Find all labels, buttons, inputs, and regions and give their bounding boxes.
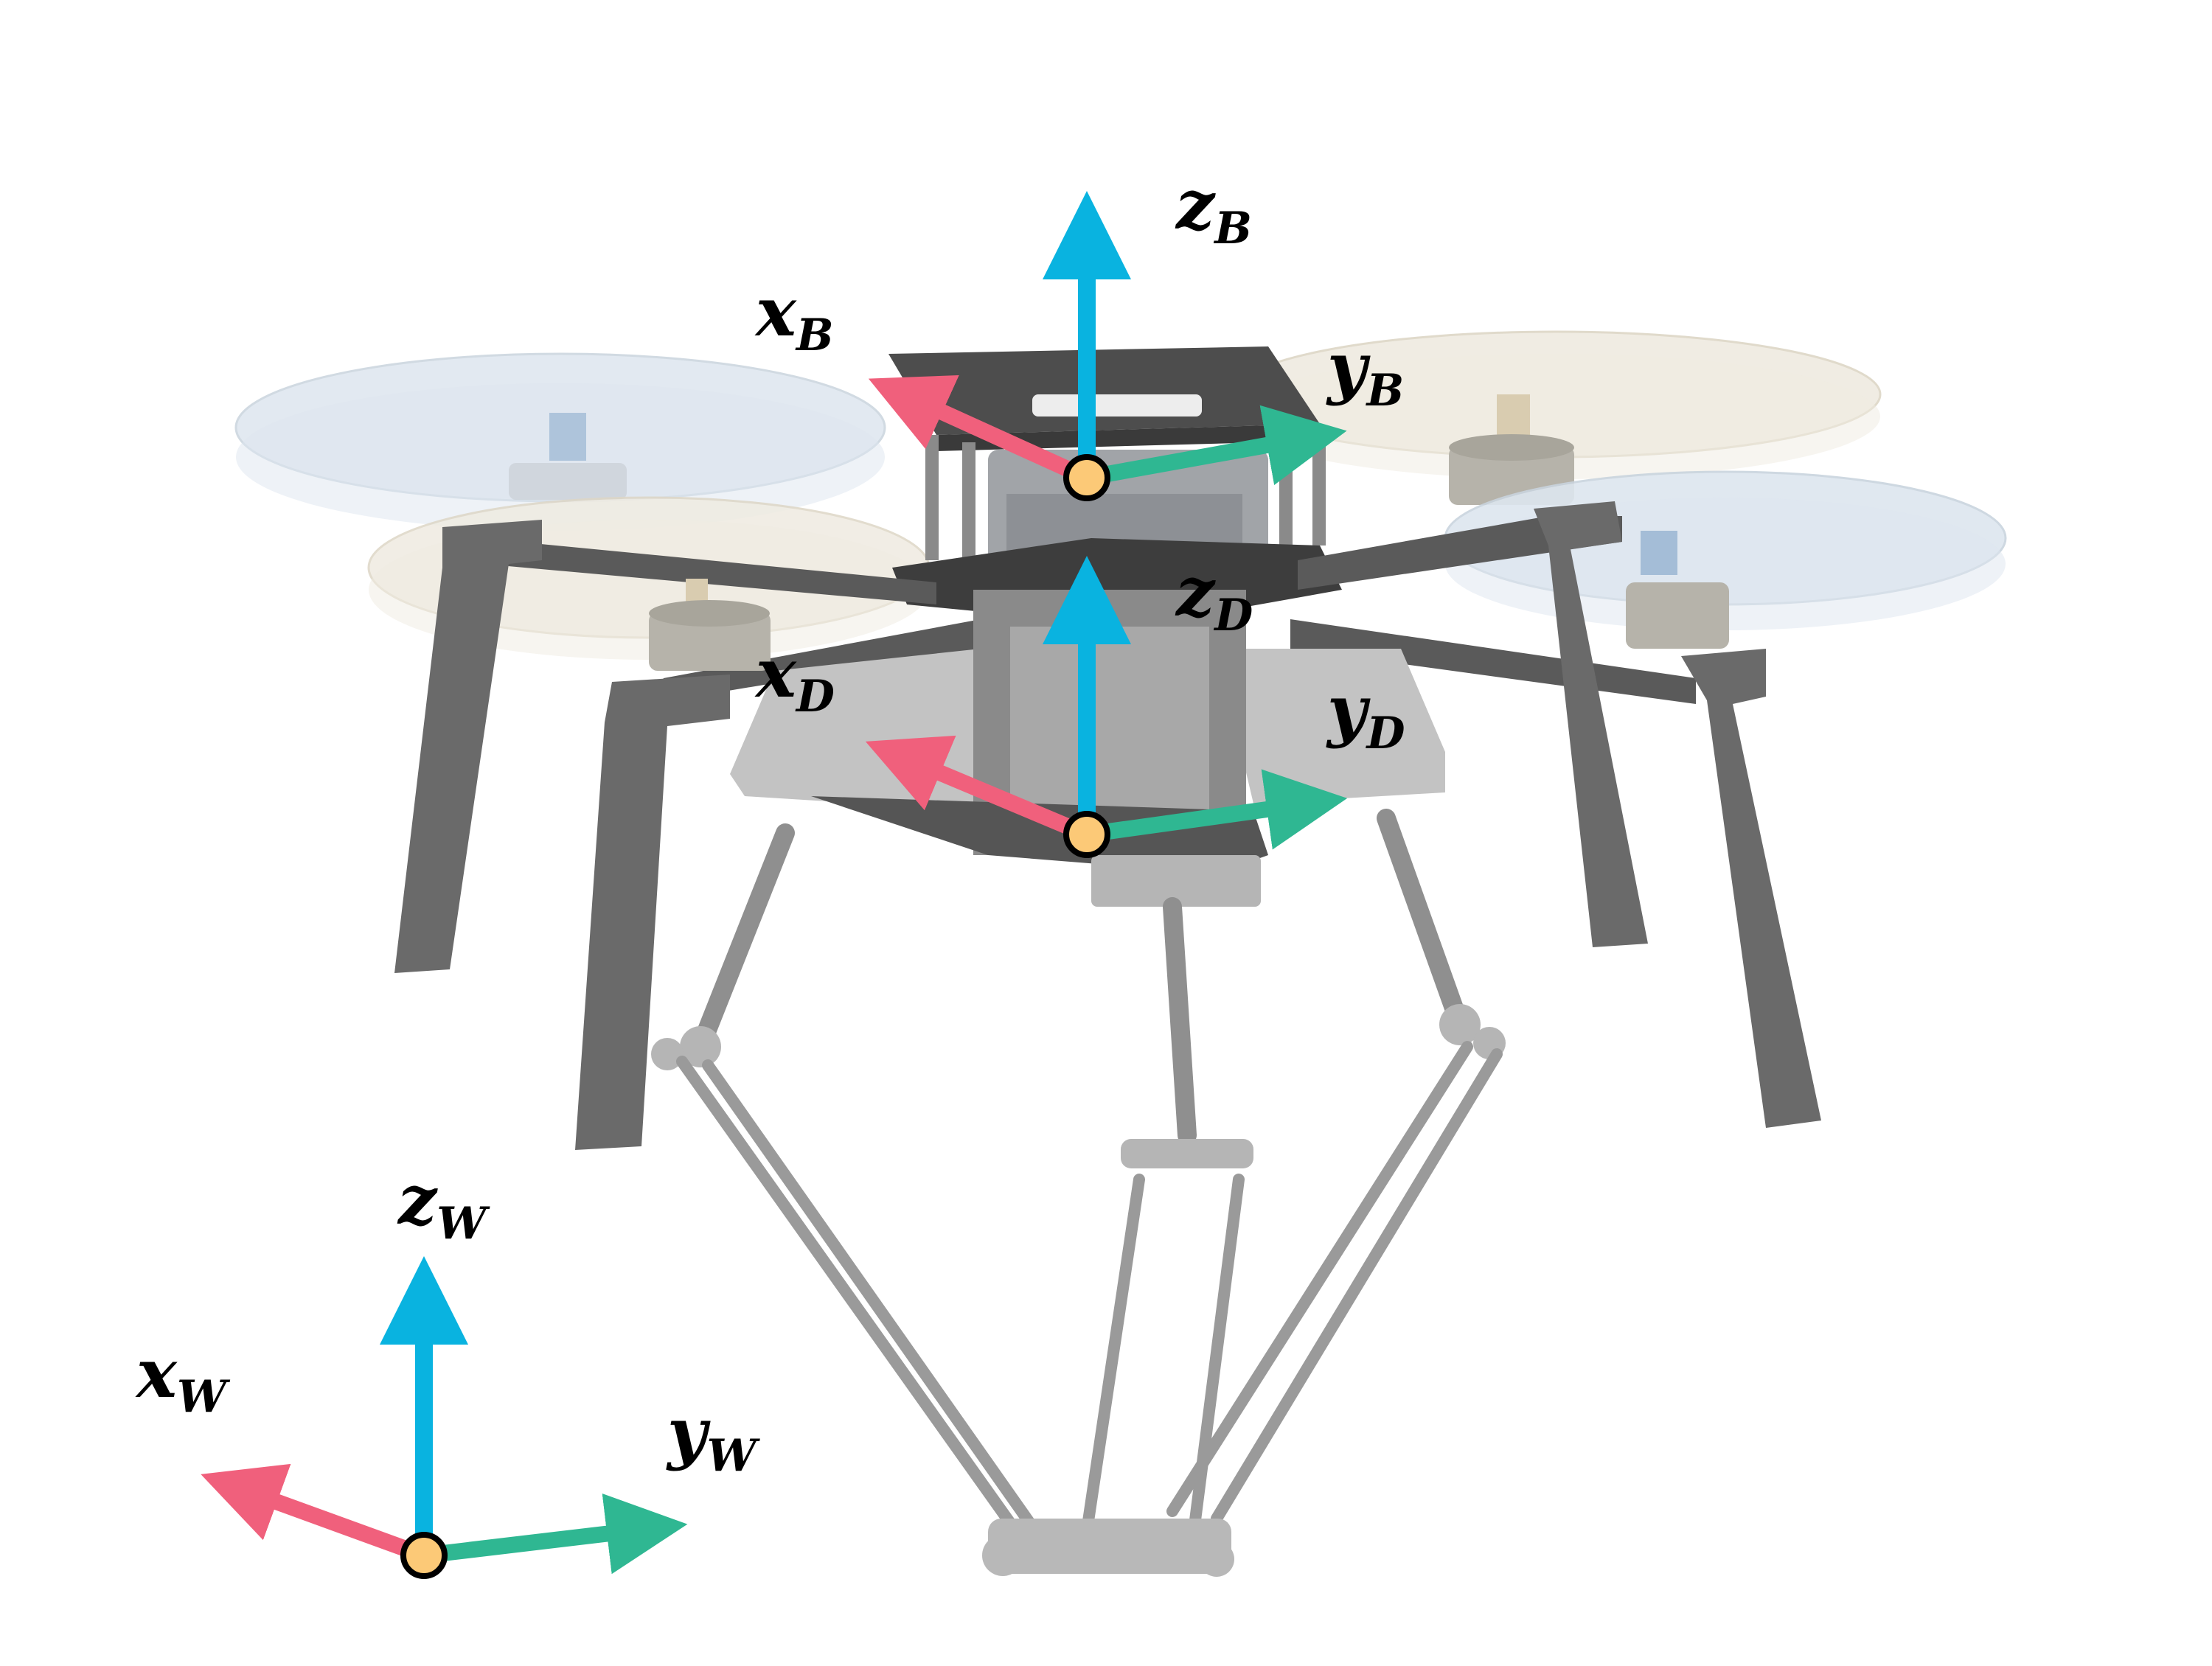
body-frame: zB xB yB [754, 165, 1404, 501]
motor-rear-left [509, 413, 627, 500]
body-z-label: zB [1175, 165, 1252, 254]
landing-leg-front-left [575, 675, 730, 1150]
delta-y-label: yD [1326, 670, 1405, 759]
delta-parallel-rods [676, 1041, 1503, 1543]
delta-origin [1063, 811, 1110, 858]
delta-end-effector [982, 1519, 1234, 1577]
world-x-axis-arrow [201, 1463, 427, 1564]
motor-front-right [1626, 531, 1729, 649]
landing-leg-front-right [1681, 649, 1821, 1128]
world-z-label: zW [397, 1160, 490, 1250]
delta-z-label: zD [1175, 552, 1253, 641]
world-origin [400, 1532, 448, 1579]
body-origin [1063, 454, 1110, 501]
propeller-rear-right [1230, 330, 1882, 479]
landing-leg-rear-right [1534, 501, 1648, 947]
delta-y-axis-arrow [1085, 769, 1348, 850]
body-x-axis-arrow [868, 375, 1091, 486]
delta-x-axis-arrow [865, 735, 1091, 843]
world-y-axis-arrow [422, 1493, 688, 1575]
motor-front-left [649, 579, 771, 671]
body-y-label: yB [1326, 327, 1404, 416]
body-top-plate [888, 346, 1320, 451]
body-y-axis-arrow [1085, 405, 1347, 486]
landing-leg-rear-left [394, 520, 542, 973]
delta-upper-arms [691, 809, 1470, 1145]
world-frame: zW xW yW [135, 1160, 760, 1579]
world-x-label: xW [135, 1334, 231, 1423]
delta-elbow-joints [651, 1004, 1506, 1168]
drone-illustration [234, 330, 2007, 1577]
delta-x-label: xD [754, 633, 835, 722]
world-y-label: yW [666, 1393, 760, 1482]
body-x-label: xB [754, 272, 834, 361]
delta-frame: zD xD yD [754, 552, 1405, 858]
